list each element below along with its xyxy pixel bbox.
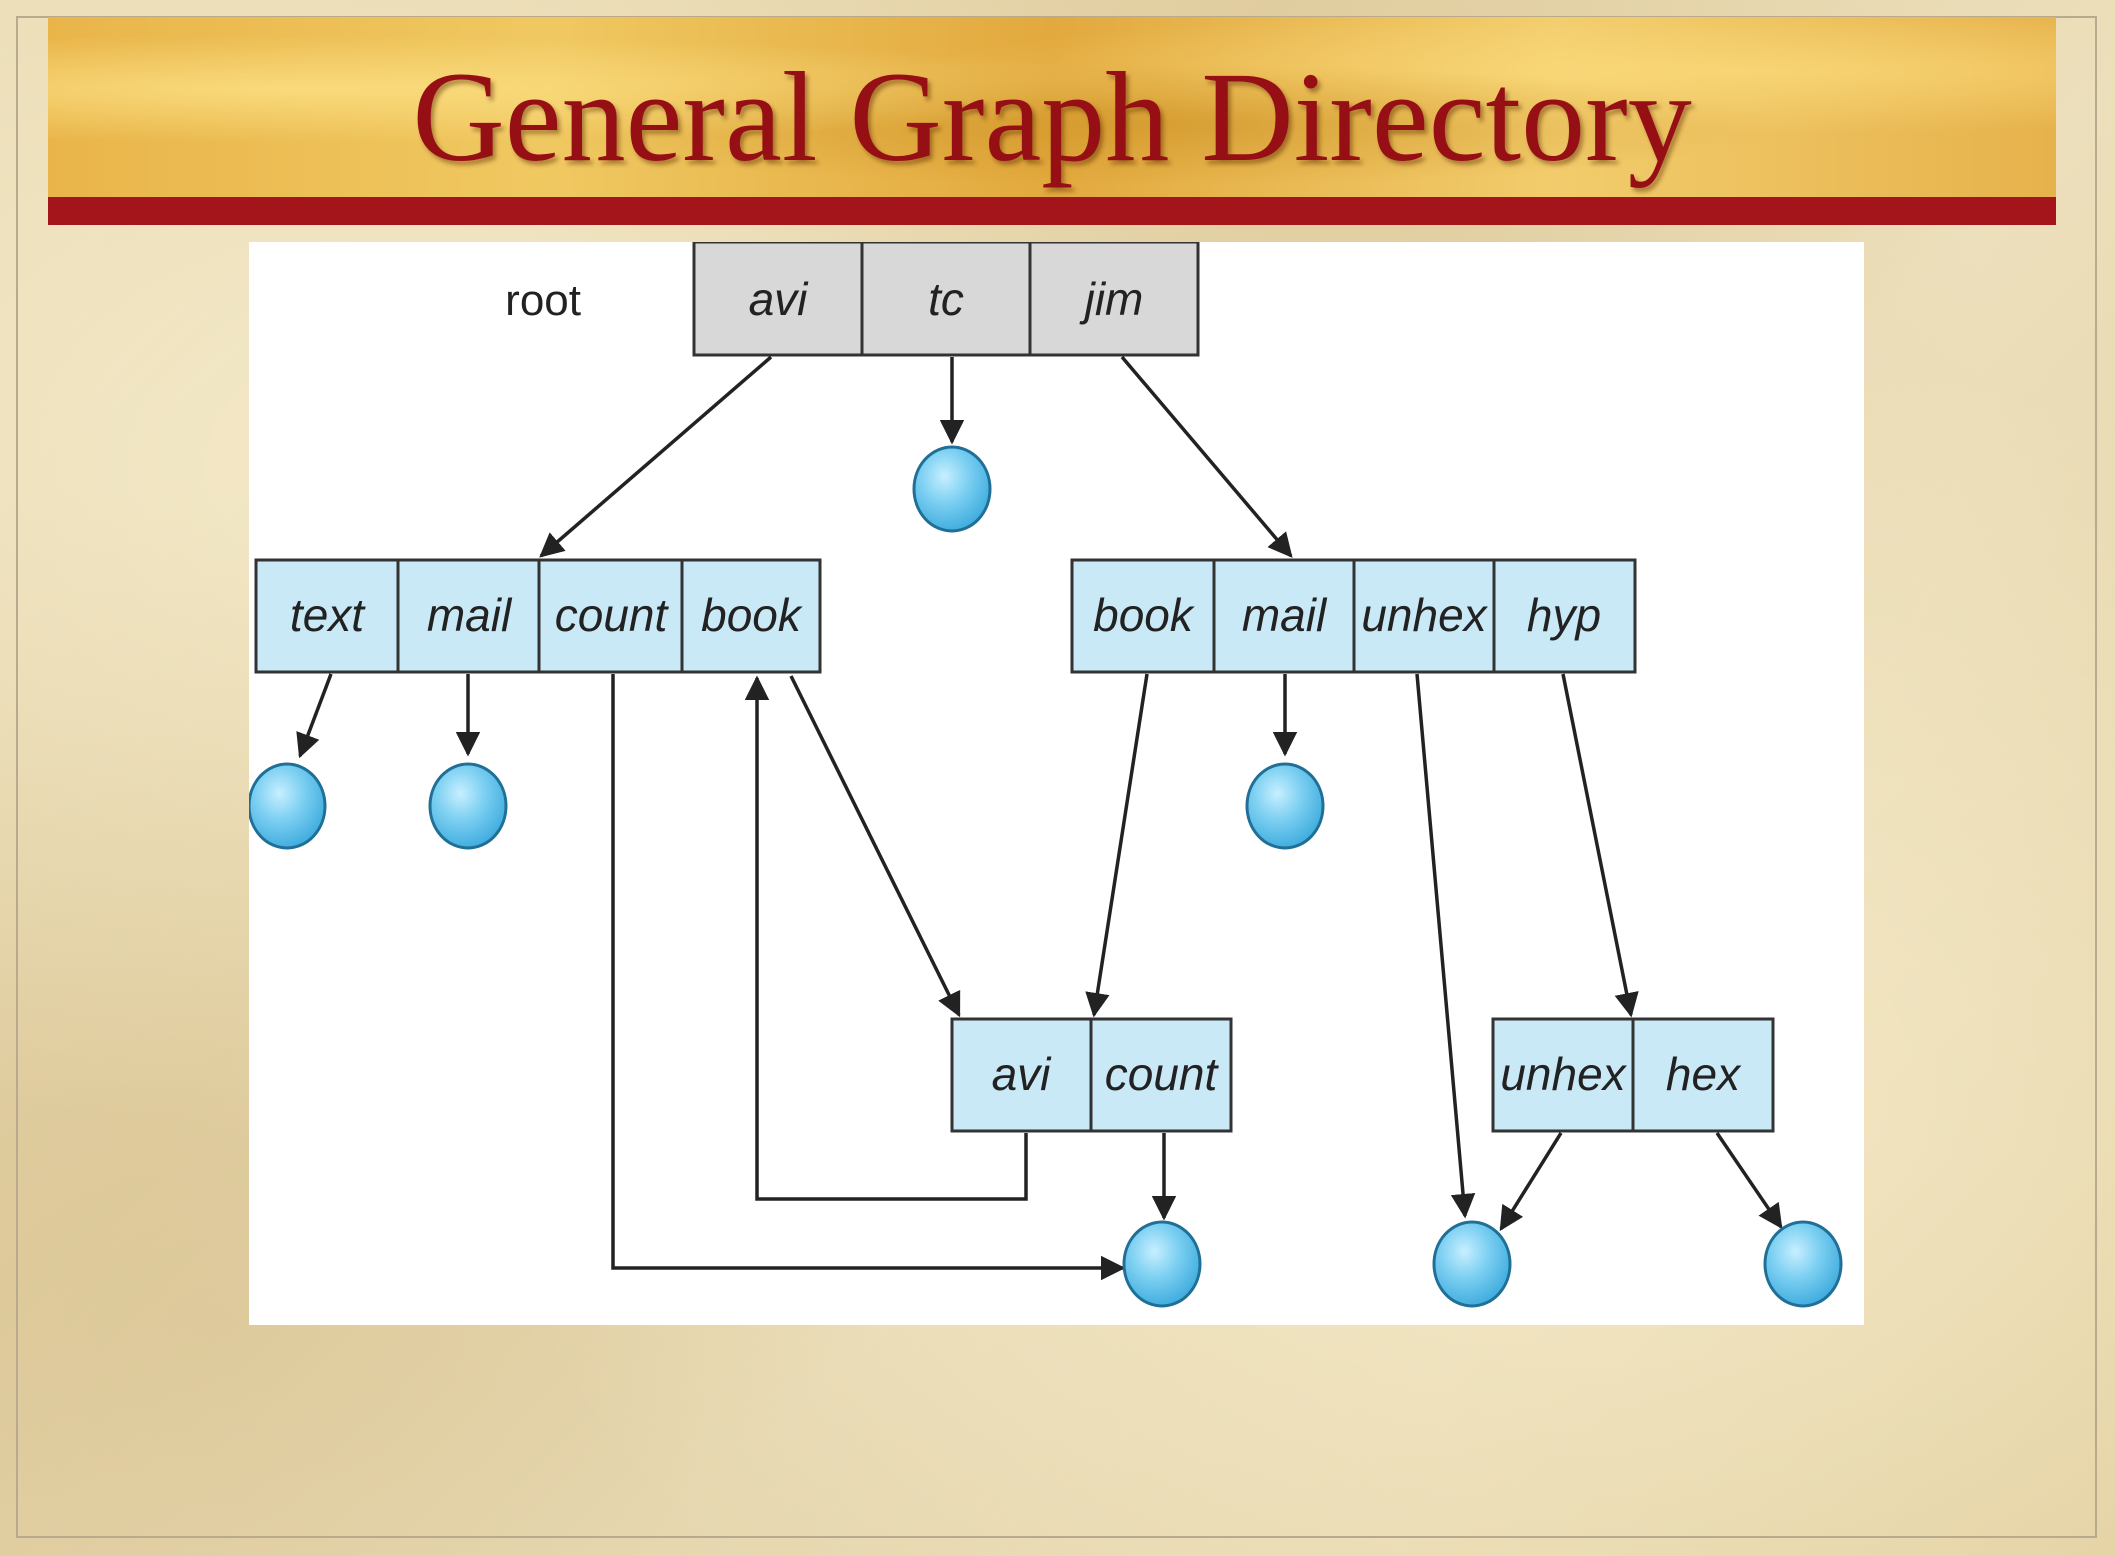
root-cell-jim: [1028, 242, 1200, 357]
title-banner: [48, 17, 2056, 197]
edge-shared-avi-back-to-book: [744, 675, 1028, 1201]
jim-entry-mail: mail: [1242, 589, 1328, 641]
diagram-canvas: root avi tc jim text mail count book: [249, 242, 1843, 1308]
shared-entry-avi: avi: [992, 1048, 1053, 1100]
title-underline-bar: [48, 197, 2056, 225]
shared-cell-count: [1089, 1017, 1233, 1133]
directory-graph-diagram: root avi tc jim text mail count book: [249, 242, 1864, 1325]
shared-entry-count: count: [1105, 1048, 1220, 1100]
avi-cell-count: [537, 558, 684, 674]
slide-title: General Graph Directory: [412, 46, 1692, 188]
file-node-text: [249, 762, 327, 850]
edge-hyp-unhex-to-file: [1499, 1132, 1563, 1232]
file-node-unhex: [1432, 1220, 1512, 1308]
root-cell-tc: [860, 242, 1032, 357]
file-node-tc: [912, 445, 992, 533]
edge-hyp-hex-to-file: [1715, 1132, 1783, 1230]
file-node-mail: [428, 762, 508, 850]
root-cell-avi: [692, 242, 864, 357]
hyp-directory: unhex hex: [1491, 1017, 1775, 1133]
shared-cell-avi: [950, 1017, 1093, 1133]
file-node-hex: [1763, 1220, 1843, 1308]
root-label: root: [505, 276, 581, 325]
root-entry-jim: jim: [1079, 273, 1144, 325]
avi-entry-text: text: [290, 589, 366, 641]
edge-jim-book-to-shared-dir: [1085, 673, 1149, 1018]
avi-entry-mail: mail: [427, 589, 513, 641]
edge-jim-unhex-to-file: [1415, 673, 1476, 1219]
file-node-jim-mail: [1245, 762, 1325, 850]
hyp-cell-hex: [1631, 1017, 1775, 1133]
edge-hyp-to-hyp-dir: [1561, 673, 1639, 1018]
edge-root-jim-to-jim-dir: [1120, 355, 1293, 558]
file-nodes: [249, 445, 1843, 1308]
avi-cell-text: [254, 558, 400, 674]
root-entry-avi: avi: [749, 273, 810, 325]
jim-cell-hyp: [1492, 558, 1637, 674]
edges: [296, 355, 1783, 1281]
jim-entry-hyp: hyp: [1527, 589, 1601, 641]
jim-entry-unhex: unhex: [1361, 589, 1488, 641]
jim-cell-book: [1070, 558, 1216, 674]
shared-directory: avi count: [950, 1017, 1233, 1133]
avi-entry-count: count: [555, 589, 670, 641]
avi-entry-book: book: [701, 589, 803, 641]
avi-cell-book: [680, 558, 822, 674]
edge-count-to-shared-file: [611, 674, 1126, 1281]
edge-book-to-shared-dir: [789, 675, 961, 1018]
file-node-count: [1122, 1220, 1202, 1308]
avi-directory: text mail count book: [254, 558, 822, 674]
root-entry-tc: tc: [928, 273, 964, 325]
avi-cell-mail: [396, 558, 541, 674]
edge-text-to-file: [296, 673, 333, 759]
jim-directory: book mail unhex hyp: [1070, 558, 1637, 674]
jim-entry-book: book: [1093, 589, 1195, 641]
jim-cell-mail: [1212, 558, 1356, 674]
hyp-entry-unhex: unhex: [1500, 1048, 1627, 1100]
root-directory: avi tc jim: [692, 242, 1200, 357]
hyp-entry-hex: hex: [1666, 1048, 1742, 1100]
edge-root-avi-to-avi-dir: [539, 355, 773, 558]
